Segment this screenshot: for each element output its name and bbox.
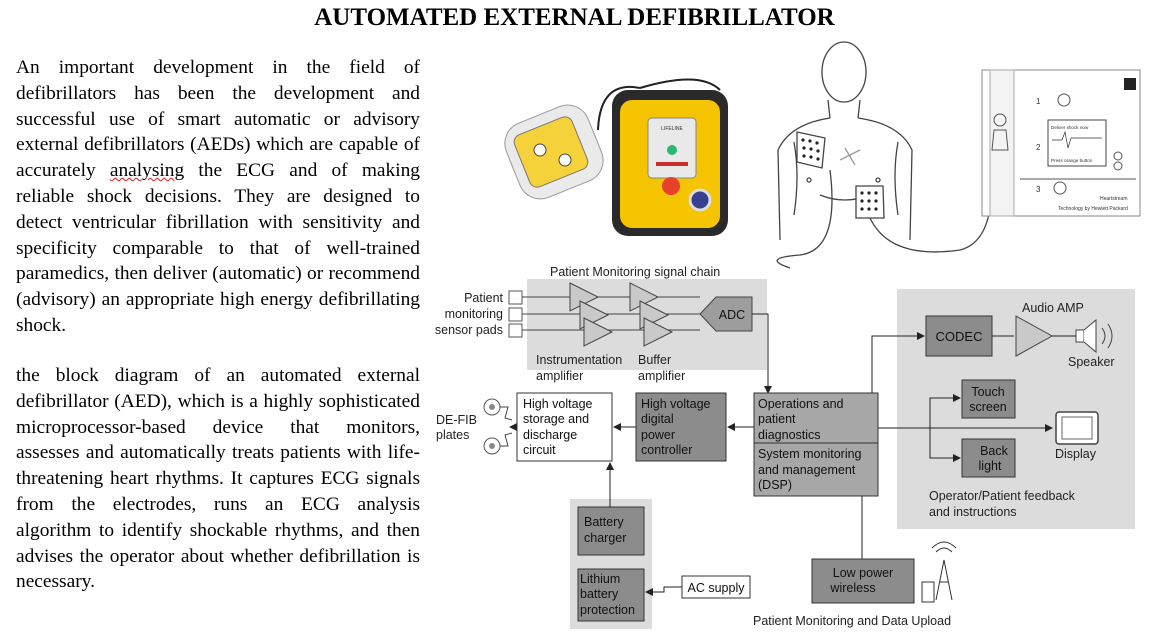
page-title: AUTOMATED EXTERNAL DEFIBRILLATOR — [314, 4, 835, 31]
lithium-protection-block — [577, 568, 645, 622]
feedback-label-2: and instructions — [929, 505, 1017, 519]
instr-amp-label-1: Instrumentation — [536, 353, 622, 367]
dsp-label-1: System monitoring — [758, 447, 862, 461]
hv-storage-label-4: circuit — [523, 443, 556, 457]
audio-amp-label: Audio AMP — [1022, 301, 1084, 315]
instr-amp-label-2: amplifier — [536, 369, 583, 383]
torso-electrode-illustration — [776, 41, 993, 269]
panel-step-3: 3 — [1036, 185, 1041, 194]
buffer-amp-label-1: Buffer — [638, 353, 671, 367]
backlight-label-1: Back — [980, 444, 1009, 458]
display-label: Display — [1055, 447, 1097, 461]
codec-block — [925, 315, 993, 357]
ops-label-1: Operations and — [758, 397, 844, 411]
hv-power-label-3: power — [641, 428, 675, 442]
hv-storage-label-2: storage and — [523, 412, 589, 426]
intro-text-start: An important development in the field of… — [16, 57, 420, 182]
ops-dsp-block — [753, 392, 879, 497]
panel-screen-line2: Press orange button — [1051, 158, 1093, 163]
feedback-label-1: Operator/Patient feedback — [929, 489, 1076, 503]
intro-paragraph: An important development in the field of… — [16, 55, 420, 339]
buffer-amp-label-2: amplifier — [638, 369, 685, 383]
hv-power-label-2: digital — [641, 412, 674, 426]
ops-label-3: diagnostics — [758, 428, 821, 442]
dsp-label-2: and management — [758, 463, 856, 477]
back-light-block — [961, 438, 1016, 478]
charger-label-1: Battery — [584, 515, 624, 529]
hv-storage-label-1: High voltage — [523, 397, 593, 411]
hv-power-label-1: High voltage — [641, 397, 711, 411]
battery-charger-block — [577, 506, 645, 556]
radio-tower-icon — [921, 541, 957, 603]
display-icon — [1055, 411, 1099, 445]
pads-label-line3: sensor pads — [435, 323, 503, 337]
aed-device-photo: LIFELINE — [504, 78, 728, 236]
speaker-label: Speaker — [1068, 355, 1115, 369]
hv-power-label-4: controller — [641, 443, 692, 457]
panel-step-1: 1 — [1036, 97, 1041, 106]
lithium-label-3: protection — [580, 603, 635, 617]
touch-label-1: Touch — [971, 385, 1004, 399]
charger-label-2: charger — [584, 531, 626, 545]
defib-label-2: plates — [436, 428, 469, 442]
dsp-label-3: (DSP) — [758, 478, 792, 492]
panel-step-2: 2 — [1036, 143, 1041, 152]
hv-storage-block — [516, 392, 613, 462]
panel-screen-line1: Deliver shock now — [1051, 125, 1089, 130]
description-paragraph: the block diagram of an automated extern… — [16, 365, 420, 593]
adc-label: ADC — [719, 308, 745, 322]
wireless-label-2: wireless — [829, 581, 875, 595]
electrode-pads-package — [504, 85, 641, 200]
ops-label-2: patient — [758, 412, 796, 426]
spellcheck-flagged-word: analysing — [109, 160, 185, 182]
audio-amp-symbol — [1015, 315, 1054, 357]
panel-brand: Heartstream — [1100, 196, 1128, 202]
aed-brand-text: LIFELINE — [661, 126, 683, 132]
backlight-label-2: light — [979, 459, 1002, 473]
aed-front-panel: 1 2 Deliver shock now Press orange butto… — [981, 69, 1141, 217]
data-upload-label: Patient Monitoring and Data Upload — [753, 614, 951, 628]
panel-footer: Technology by Hewlett Packard — [1058, 206, 1128, 212]
pads-label-line1: Patient — [464, 291, 503, 305]
instrumentation-amplifiers — [569, 282, 614, 347]
touch-label-2: screen — [969, 400, 1007, 414]
speaker-icon — [1075, 318, 1113, 354]
defib-label-1: DE-FIB — [436, 413, 477, 427]
patient-pads: Patient monitoring sensor pads — [435, 290, 523, 338]
low-power-wireless-block — [811, 558, 915, 604]
intro-text-end: the ECG and of making reliable shock dec… — [16, 160, 420, 336]
hv-power-controller-block — [635, 392, 727, 462]
lithium-label-2: battery — [580, 587, 619, 601]
codec-label: CODEC — [936, 329, 983, 344]
lithium-label-1: Lithium — [580, 572, 620, 586]
signal-chain-title: Patient Monitoring signal chain — [550, 265, 720, 279]
hv-storage-label-3: discharge — [523, 428, 577, 442]
wireless-label-1: Low power — [833, 566, 893, 580]
buffer-amplifiers — [629, 282, 674, 347]
defib-plates: DE-FIB plates — [436, 398, 517, 455]
pads-label-line2: monitoring — [445, 307, 503, 321]
ac-supply-label: AC supply — [688, 581, 746, 595]
touch-screen-block — [961, 379, 1016, 419]
